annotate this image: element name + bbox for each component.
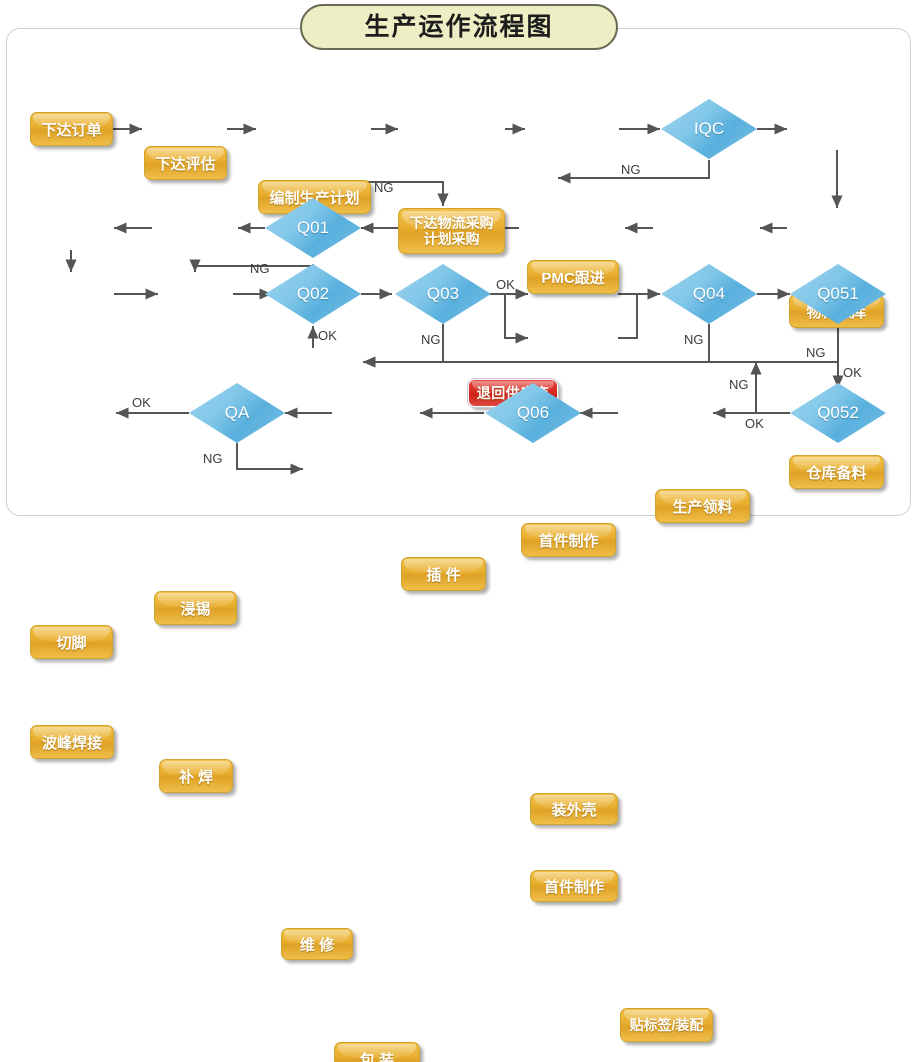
node-first-article-1[interactable]: 首件制作 xyxy=(521,523,616,557)
node-first-article-2[interactable]: 首件制作 xyxy=(530,870,618,902)
node-label: Q04 xyxy=(693,284,725,304)
node-evaluate[interactable]: 下达评估 xyxy=(144,146,227,180)
node-q06[interactable]: Q06 xyxy=(485,383,581,443)
edge-label-q051-ok: OK xyxy=(843,366,862,379)
node-label: IQC xyxy=(694,119,724,139)
node-label: 首件制作 xyxy=(544,876,604,897)
node-label: 波峰焊接 xyxy=(42,732,102,753)
diagram-title: 生产运作流程图 xyxy=(300,4,618,50)
edge-label-q03-ng: NG xyxy=(421,333,441,346)
edge-label-q051-ng: NG xyxy=(806,346,826,359)
node-label: 生产领料 xyxy=(672,496,732,517)
node-label: 仓库备料 xyxy=(806,462,866,483)
edge-label-q03-ok: OK xyxy=(496,278,515,291)
node-label: 插 件 xyxy=(426,564,460,585)
node-label: PMC跟进 xyxy=(541,267,604,288)
node-label-assembly[interactable]: 贴标签/装配 xyxy=(620,1008,713,1042)
edge-label-iqc-ng: NG xyxy=(621,163,641,176)
edge-label-qa-ok: OK xyxy=(132,396,151,409)
node-logistics-purchase-plan[interactable]: 下达物流采购 计划采购 xyxy=(398,208,505,254)
node-production-picking[interactable]: 生产领料 xyxy=(655,489,750,523)
node-label: Q051 xyxy=(817,284,859,304)
node-q03[interactable]: Q03 xyxy=(395,264,491,324)
node-label: 下达评估 xyxy=(155,153,215,174)
node-label: 补 焊 xyxy=(179,766,213,787)
node-label: Q06 xyxy=(517,403,549,423)
edge-label-q02-ng: NG xyxy=(250,262,270,275)
flowchart-canvas: 生产运作流程图 xyxy=(0,0,919,531)
page-title: 生产运作流程图 xyxy=(364,15,553,40)
node-case-assembly[interactable]: 装外壳 xyxy=(530,793,618,825)
node-label: 首件制作 xyxy=(538,530,598,551)
node-q01[interactable]: Q01 xyxy=(265,198,361,258)
node-pmc-followup[interactable]: PMC跟进 xyxy=(527,260,619,294)
edge-label-q02-ok: OK xyxy=(318,329,337,342)
node-label: 装外壳 xyxy=(551,799,596,820)
node-label: QA xyxy=(225,403,250,423)
node-iqc[interactable]: IQC xyxy=(661,99,757,159)
node-warehouse-prep[interactable]: 仓库备料 xyxy=(789,455,884,489)
node-q052[interactable]: Q052 xyxy=(790,383,886,443)
node-label: 包 装 xyxy=(360,1049,394,1062)
node-order[interactable]: 下达订单 xyxy=(30,112,113,146)
node-cut-leg[interactable]: 切脚 xyxy=(30,625,113,659)
node-label: 切脚 xyxy=(56,632,86,653)
node-label: Q03 xyxy=(427,284,459,304)
node-label: Q01 xyxy=(297,218,329,238)
node-label: Q02 xyxy=(297,284,329,304)
node-q051[interactable]: Q051 xyxy=(790,264,886,324)
node-label: 下达订单 xyxy=(41,119,101,140)
node-rework-solder[interactable]: 补 焊 xyxy=(159,759,233,793)
node-label-line2: 计划采购 xyxy=(424,231,480,247)
node-label: 浸锡 xyxy=(180,598,210,619)
node-qa[interactable]: QA xyxy=(189,383,285,443)
edge-label-q04-ng: NG xyxy=(684,333,704,346)
node-wave-soldering[interactable]: 波峰焊接 xyxy=(30,725,114,759)
node-q04[interactable]: Q04 xyxy=(661,264,757,324)
node-repair[interactable]: 维 修 xyxy=(281,928,353,960)
edge-label-qa-ng: NG xyxy=(203,452,223,465)
node-label: Q052 xyxy=(817,403,859,423)
edge-label-q01-ng: NG xyxy=(374,181,394,194)
node-packing[interactable]: 包 装 xyxy=(334,1042,420,1062)
node-insert-parts[interactable]: 插 件 xyxy=(401,557,486,591)
node-label-line1: 下达物流采购 xyxy=(410,215,494,231)
node-q02[interactable]: Q02 xyxy=(265,264,361,324)
edge-label-q052-ng: NG xyxy=(729,378,749,391)
node-label: 维 修 xyxy=(300,934,334,955)
edge-label-q052-ok: OK xyxy=(745,417,764,430)
node-tin-dip[interactable]: 浸锡 xyxy=(154,591,237,625)
node-label: 贴标签/装配 xyxy=(630,1015,704,1035)
